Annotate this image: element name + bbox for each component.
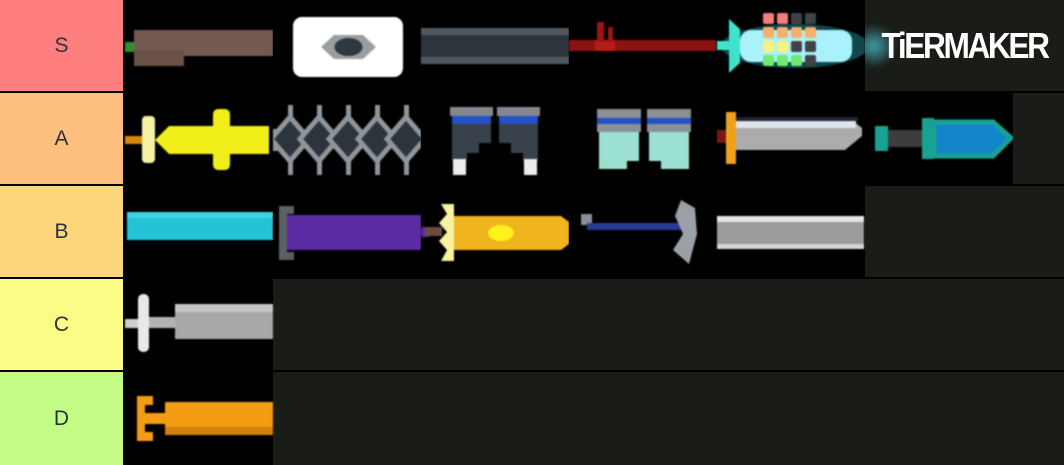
- gray-pipe-icon: [717, 216, 864, 249]
- tier-label-a: A: [0, 93, 125, 184]
- purple-rod-icon: [279, 206, 421, 260]
- item-dark-leggings-pair[interactable]: [421, 93, 569, 184]
- item-teal-canister-pair[interactable]: [569, 93, 717, 184]
- item-steel-pipe[interactable]: [421, 0, 569, 91]
- logo-area: TiERMAKER: [865, 0, 1064, 91]
- tier-row-empty-space: [1013, 93, 1064, 184]
- item-white-eye-card[interactable]: [273, 0, 421, 91]
- tier-row-s: S: [0, 0, 1064, 93]
- item-golden-sword[interactable]: [421, 186, 569, 277]
- red-spear-icon: [569, 22, 716, 51]
- green-tipped-rifle-icon: [125, 30, 273, 66]
- steel-pipe-icon: [421, 28, 569, 64]
- tier-row-b: B: [0, 186, 1064, 279]
- tier-label-s: S: [0, 0, 125, 91]
- teal-canister-pair-icon: [597, 109, 691, 169]
- yellow-syringe-sword-icon: [125, 109, 269, 170]
- item-purple-rod[interactable]: [273, 186, 421, 277]
- blue-hook-hammer-icon: [581, 200, 697, 264]
- golden-sword-icon: [421, 204, 569, 261]
- teal-blue-sword-icon: [875, 118, 1013, 159]
- item-teal-blue-sword[interactable]: [865, 93, 1013, 184]
- item-gray-syringe[interactable]: [125, 279, 273, 370]
- item-yellow-syringe-sword[interactable]: [125, 93, 273, 184]
- tier-label-d: D: [0, 372, 125, 465]
- tier-row-a: A: [0, 93, 1064, 186]
- orange-syringe-icon: [137, 396, 273, 441]
- tier-row-empty-space: [273, 279, 1064, 370]
- tier-label-c: C: [0, 279, 125, 370]
- tier-row-d: D: [0, 372, 1064, 465]
- tier-row-empty-space: [273, 372, 1064, 465]
- item-spiked-chain[interactable]: [273, 93, 421, 184]
- item-green-tipped-rifle[interactable]: [125, 0, 273, 91]
- gray-syringe-icon: [125, 294, 273, 352]
- dark-leggings-pair-icon: [450, 107, 540, 175]
- item-rainbow-grid-syringe[interactable]: [717, 0, 865, 91]
- spiked-chain-icon: [273, 105, 421, 175]
- tiermaker-logo[interactable]: TiERMAKER: [881, 24, 1050, 66]
- cyan-pipe-icon: [127, 212, 273, 240]
- item-cyan-pipe[interactable]: [125, 186, 273, 277]
- rainbow-grid-syringe-icon: [717, 13, 865, 73]
- item-blue-hook-hammer[interactable]: [569, 186, 717, 277]
- tier-row-c: C: [0, 279, 1064, 372]
- item-orange-syringe[interactable]: [125, 372, 273, 465]
- item-gray-pipe[interactable]: [717, 186, 865, 277]
- white-eye-card-icon: [293, 17, 403, 77]
- tier-label-b: B: [0, 186, 125, 277]
- item-orange-guard-blade[interactable]: [717, 93, 865, 184]
- orange-guard-blade-icon: [717, 112, 862, 164]
- tier-row-empty-space: [865, 186, 1064, 277]
- item-red-spear[interactable]: [569, 0, 717, 91]
